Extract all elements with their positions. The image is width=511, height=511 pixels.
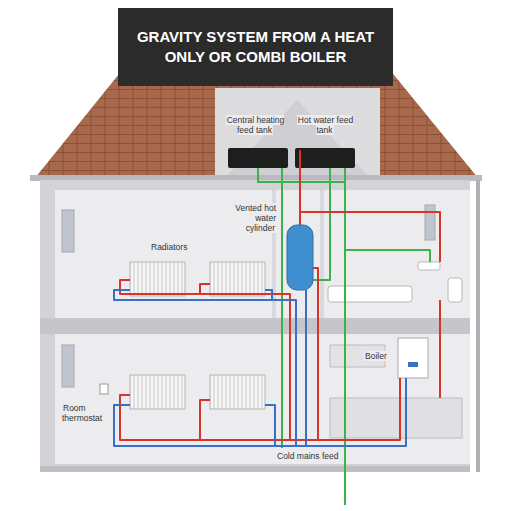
downpipe: [476, 180, 480, 472]
radiator: [130, 375, 185, 409]
boiler-display: [408, 362, 418, 367]
feed-tank: [295, 148, 355, 168]
bath: [328, 286, 412, 302]
radiator: [130, 262, 185, 296]
callout-label: Room thermostat: [62, 404, 102, 424]
basin: [418, 262, 440, 270]
return-pipe: [114, 290, 406, 446]
callout-label: Hot water feed tank: [296, 116, 354, 136]
house-wall: [40, 180, 470, 472]
label-text: Central heating feed tank: [226, 115, 285, 135]
label-text: Vented hot water cylinder: [234, 203, 276, 233]
label-text: Room thermostat: [62, 403, 103, 423]
callout-label: Cold mains feed: [276, 452, 340, 462]
lower-room: [55, 334, 470, 464]
feed-tank: [228, 148, 288, 168]
toilet: [448, 278, 462, 302]
upper-room: [55, 190, 470, 318]
flow-pipe: [120, 150, 440, 440]
title-panel: GRAVITY SYSTEM FROM A HEAT ONLY OR COMBI…: [118, 8, 393, 86]
partition: [320, 190, 324, 318]
cylinder: [287, 225, 313, 290]
callout-label: Radiators: [150, 243, 200, 253]
callout-label: Vented hot water cylinder: [234, 204, 276, 233]
loft-interior: [225, 100, 370, 178]
label-text: Cold mains feed: [276, 451, 339, 461]
window: [62, 345, 74, 387]
window: [425, 205, 435, 240]
callout-label: Central heating feed tank: [224, 116, 286, 136]
loft-cutaway: [215, 88, 380, 178]
floor-slab: [40, 318, 470, 334]
title: GRAVITY SYSTEM FROM A HEAT ONLY OR COMBI…: [128, 27, 383, 68]
cold-pipe: [258, 168, 430, 505]
callout-label: Boiler: [364, 352, 394, 362]
boiler: [398, 338, 428, 378]
kitchen-unit: [330, 398, 462, 438]
thermostat: [100, 384, 108, 394]
radiator: [210, 375, 265, 409]
label-text: Boiler: [364, 351, 388, 361]
label-text: Radiators: [150, 242, 188, 252]
window: [62, 210, 74, 252]
ground: [40, 466, 470, 472]
label-text: Hot water feed tank: [297, 115, 353, 135]
radiator: [210, 262, 265, 296]
